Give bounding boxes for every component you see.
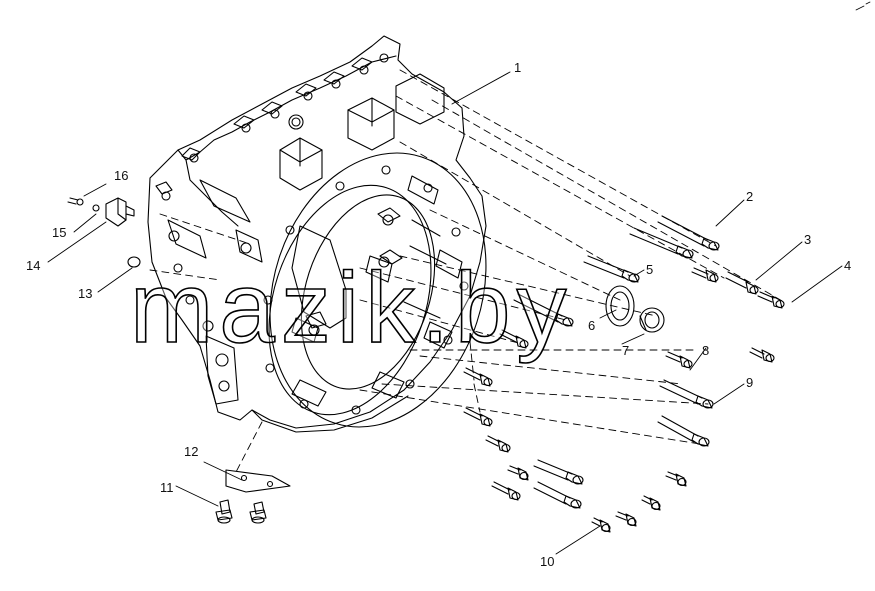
callout-2: 2 [746,189,753,204]
callout-4: 4 [844,258,851,273]
callout-13: 13 [78,286,92,301]
callout-6: 6 [588,318,595,333]
callout-16: 16 [114,168,128,183]
sensor-assembly [67,197,141,268]
corner-mark [855,1,871,11]
callout-7: 7 [622,343,629,358]
flywheel-housing [147,35,487,433]
callout-14: 14 [26,258,40,273]
callout-3: 3 [804,232,811,247]
callout-15: 15 [52,225,66,240]
assembly-lines [149,69,785,473]
callout-1: 1 [514,60,521,75]
cover-plate [225,469,291,493]
callout-11: 11 [160,480,174,495]
watermark: mazik.by [130,252,573,364]
callout-8: 8 [702,343,709,358]
callout-9: 9 [746,375,753,390]
callout-5: 5 [646,262,653,277]
callout-10: 10 [540,554,554,569]
leader-lines [47,71,843,555]
seal-parts [605,285,665,333]
bolt-set [215,215,785,533]
callout-12: 12 [184,444,198,459]
callout-labels: 1 2 3 4 5 6 7 8 9 10 11 12 13 14 15 16 [26,60,851,569]
